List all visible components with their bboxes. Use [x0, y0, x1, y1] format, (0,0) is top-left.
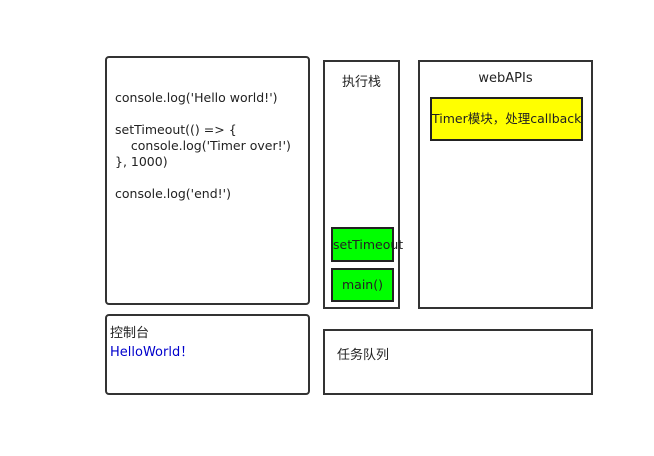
- call-stack-title: 执行栈: [341, 75, 381, 90]
- stack-frame-main: main(): [331, 268, 394, 302]
- web-apis-title: webAPIs: [478, 71, 533, 86]
- console-title: 控制台: [110, 326, 150, 341]
- code-line: console.log('end!'): [115, 186, 231, 201]
- code-panel: console.log('Hello world!') setTimeout((…: [105, 56, 310, 305]
- code-line: console.log('Timer over!'): [115, 138, 291, 153]
- task-queue-panel: 任务队列: [323, 329, 593, 395]
- call-stack-panel: 执行栈 setTimeout main(): [323, 60, 403, 309]
- code-line: }, 1000): [115, 154, 168, 169]
- code-line: setTimeout(() => {: [115, 122, 237, 137]
- task-queue-title: 任务队列: [337, 348, 390, 363]
- web-apis-panel: webAPIs Timer模块，处理callback: [418, 60, 593, 309]
- console-output: HelloWorld！: [110, 345, 194, 360]
- stack-frame-settimeout: setTimeout: [331, 227, 403, 262]
- console-panel: 控制台 HelloWorld！: [105, 314, 310, 395]
- timer-module-block: Timer模块，处理callback: [430, 97, 583, 141]
- code-line: console.log('Hello world!'): [115, 90, 278, 105]
